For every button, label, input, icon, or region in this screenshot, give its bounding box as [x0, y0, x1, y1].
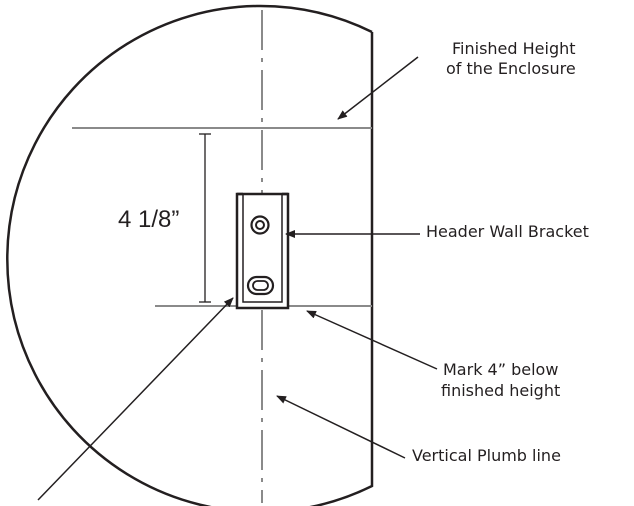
mark-arrow — [306, 310, 438, 370]
finished-height-arrow — [337, 56, 419, 120]
bottom-left-arrow — [37, 297, 234, 501]
dimension-indicator — [199, 133, 211, 303]
mark-below-label-line1: Mark 4” below — [443, 360, 559, 379]
plumb-line-label: Vertical Plumb line — [412, 446, 561, 465]
header-wall-bracket — [235, 192, 290, 310]
finished-height-label-line1: Finished Height — [452, 39, 576, 58]
bracket-slot — [246, 275, 275, 296]
plumb-line-arrow — [276, 395, 406, 459]
dimension-label: 4 1/8” — [118, 206, 180, 233]
finished-height-label-line2: of the Enclosure — [446, 59, 576, 78]
mark-below-label-line2: finished height — [441, 381, 561, 400]
enclosure-outline — [6, 4, 374, 506]
header-wall-bracket-label: Header Wall Bracket — [426, 222, 589, 241]
bracket-upper-screw-hole — [250, 215, 270, 235]
